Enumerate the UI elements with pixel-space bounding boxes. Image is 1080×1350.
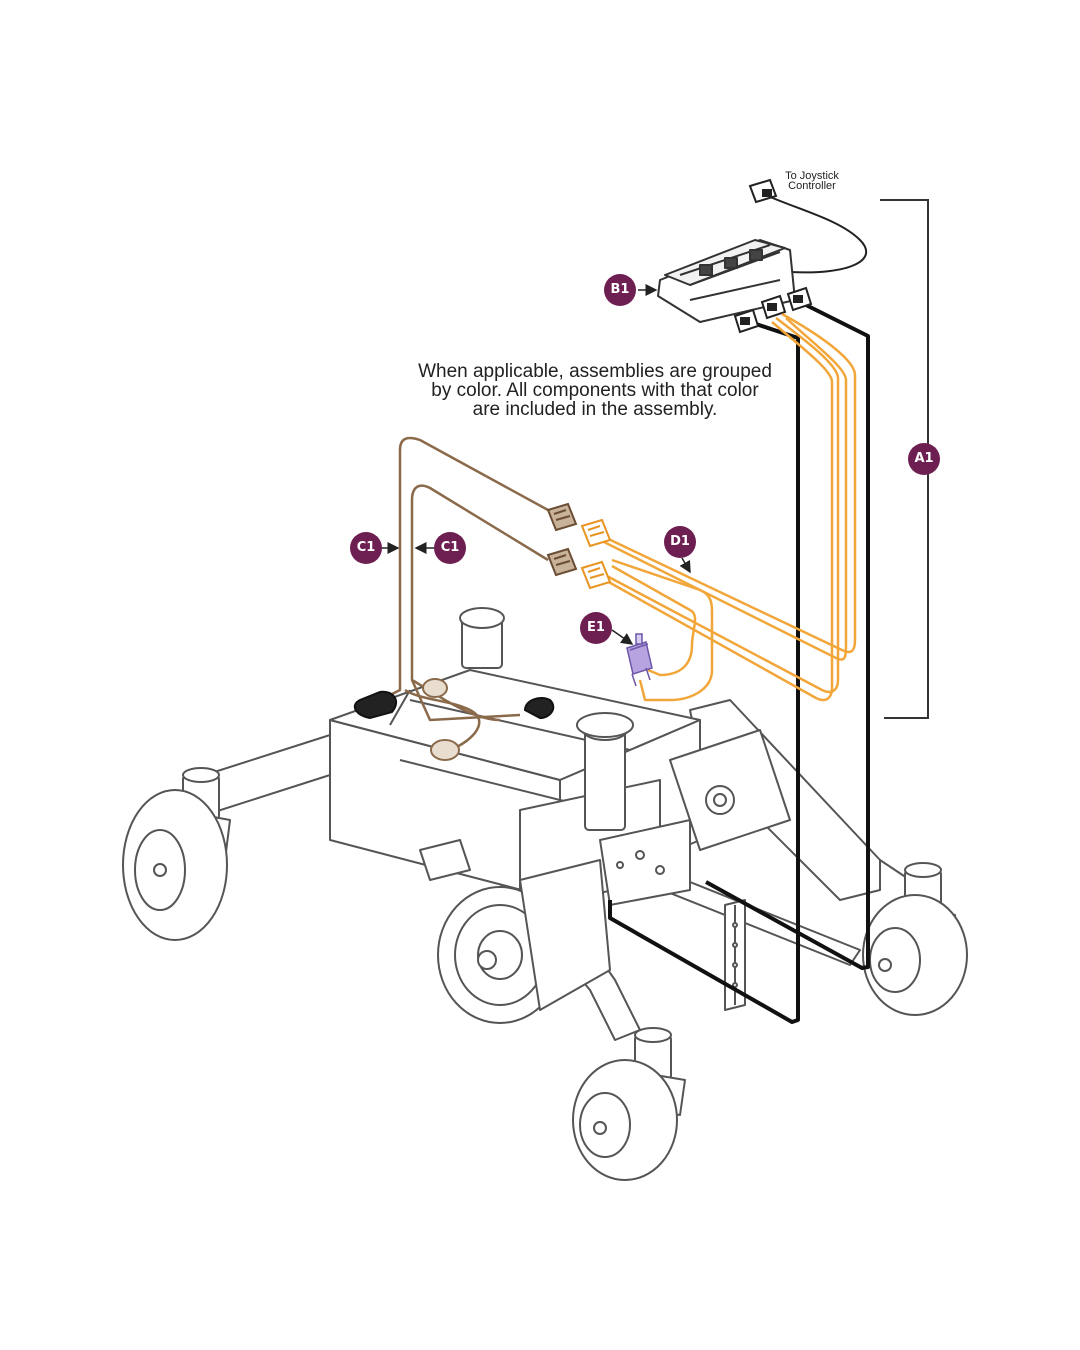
orange-connectors [580,518,612,590]
assembly-color-note: When applicable, assemblies are grouped … [395,362,795,419]
note-line-1: When applicable, assemblies are grouped [418,361,772,382]
circuit-breaker-e1 [626,633,653,687]
joystick-cable [767,195,867,274]
note-line-3: are included in the assembly. [472,399,718,420]
brown-connectors [546,502,578,577]
joystick-label-line-2: Controller [788,180,836,192]
callout-leaders [382,284,691,645]
callout-c1-right: C1 [434,532,466,564]
callout-b1: B1 [604,274,636,306]
assembly-d1-cables [599,312,857,702]
callout-e1: E1 [580,612,612,644]
note-line-2: by color. All components with that color [431,380,759,401]
joystick-controller-label: To Joystick Controller [772,170,852,192]
assembly-a1-cables [608,300,870,1024]
controller-plugs [733,286,813,334]
callout-a1: A1 [908,443,940,475]
assembly-c1-cables [379,436,549,752]
joystick-connector-icon [748,178,778,204]
battery-terminals [353,678,555,761]
joystick-label-line-1: To Joystick [785,170,839,182]
callout-d1: D1 [664,526,696,558]
power-base-frame [122,607,968,1181]
callout-c1-left: C1 [350,532,382,564]
controller-module-b1 [657,239,796,323]
